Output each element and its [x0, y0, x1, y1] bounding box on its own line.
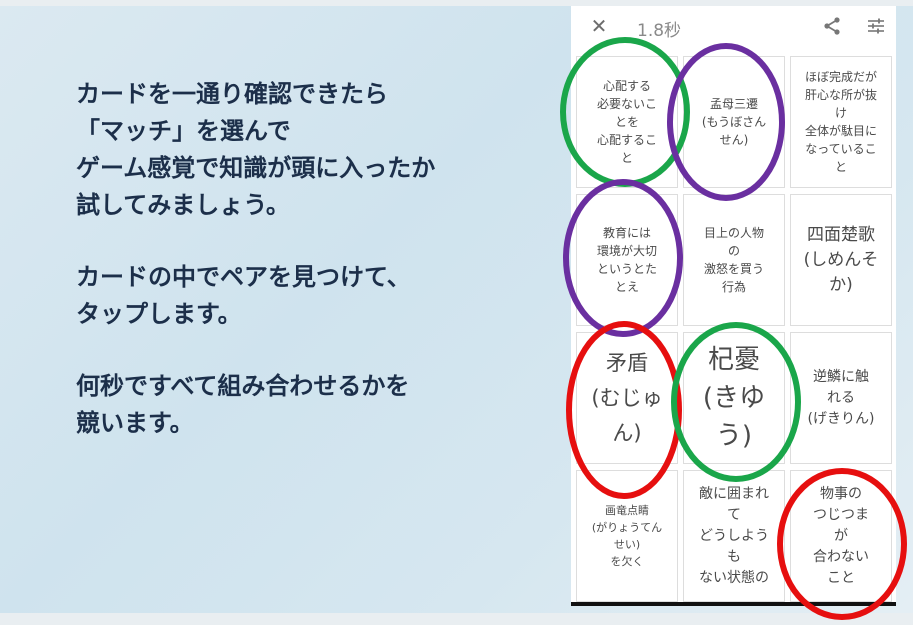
- match-card[interactable]: 孟母三遷 (もうぼさん せん): [683, 56, 785, 188]
- match-card[interactable]: 画竜点睛 (がりょうてん せい) を欠く: [576, 470, 678, 602]
- close-icon[interactable]: ✕: [590, 14, 608, 38]
- text-line: カードの中でペアを見つけて、: [76, 263, 411, 291]
- match-card[interactable]: 矛盾 (むじゅ ん): [576, 332, 678, 464]
- match-card[interactable]: 逆鱗に触 れる (げきりん): [790, 332, 892, 464]
- game-toolbar: ✕ 1.8秒: [571, 6, 896, 48]
- text-line: 何秒ですべて組み合わせるかを: [76, 372, 410, 400]
- share-icon[interactable]: [823, 17, 841, 35]
- card-text: 目上の人物 の 激怒を買う 行為: [703, 226, 764, 294]
- paragraph-3: 何秒ですべて組み合わせるかを 競います。: [76, 368, 556, 442]
- card-text: 逆鱗に触 れる (げきりん): [807, 368, 875, 427]
- match-card[interactable]: 敵に囲まれ て どうしよう も ない状態の: [683, 470, 785, 602]
- card-text: 画竜点睛 (がりょうてん せい) を欠く: [591, 504, 663, 568]
- match-card[interactable]: 心配する 必要ないこ とを 心配するこ と: [576, 56, 678, 188]
- card-text: 教育には 環境が大切 というとた とえ: [596, 226, 657, 294]
- card-text: 四面楚歌 (しめんそ か): [803, 224, 879, 295]
- card-text: ほぼ完成だが 肝心な所が抜 け 全体が駄目に なっているこ と: [804, 70, 877, 174]
- card-text: 敵に囲まれ て どうしよう も ない状態の: [699, 485, 769, 586]
- card-text: 矛盾 (むじゅ ん): [591, 350, 663, 445]
- screen-bottom-edge: [571, 602, 896, 606]
- match-game-screen: ✕ 1.8秒 心配する 必要ないこ とを 心配するこ と 孟母三遷 (もうぼさん…: [571, 6, 896, 606]
- match-card[interactable]: 目上の人物 の 激怒を買う 行為: [683, 194, 785, 326]
- text-line: カードを一通り確認できたら: [76, 80, 388, 108]
- match-card[interactable]: 杞憂 (きゆ う): [683, 332, 785, 464]
- paragraph-1: カードを一通り確認できたら 「マッチ」を選んで ゲーム感覚で知識が頭に入ったか …: [76, 76, 556, 224]
- text-line: ゲーム感覚で知識が頭に入ったか: [76, 154, 436, 182]
- slide-body-text: カードを一通り確認できたら 「マッチ」を選んで ゲーム感覚で知識が頭に入ったか …: [76, 76, 556, 477]
- match-card[interactable]: ほぼ完成だが 肝心な所が抜 け 全体が駄目に なっているこ と: [790, 56, 892, 188]
- card-text: 心配する 必要ないこ とを 心配するこ と: [596, 79, 657, 165]
- settings-icon[interactable]: [867, 18, 885, 34]
- text-line: タップします。: [76, 300, 242, 328]
- paragraph-2: カードの中でペアを見つけて、 タップします。: [76, 259, 556, 333]
- card-text: 孟母三遷 (もうぼさん せん): [701, 97, 767, 147]
- timer: 1.8秒: [637, 21, 682, 41]
- card-text: 杞憂 (きゆ う): [702, 345, 766, 451]
- text-line: 競います。: [76, 409, 194, 437]
- match-card[interactable]: 物事の つじつま が 合わない こと: [790, 470, 892, 602]
- text-line: 「マッチ」を選んで: [76, 117, 291, 145]
- match-card[interactable]: 教育には 環境が大切 というとた とえ: [576, 194, 678, 326]
- card-text: 物事の つじつま が 合わない こと: [813, 485, 869, 586]
- match-card[interactable]: 四面楚歌 (しめんそ か): [790, 194, 892, 326]
- text-line: 試してみましょう。: [76, 191, 290, 219]
- card-grid: 心配する 必要ないこ とを 心配するこ と 孟母三遷 (もうぼさん せん) ほぼ…: [576, 56, 892, 604]
